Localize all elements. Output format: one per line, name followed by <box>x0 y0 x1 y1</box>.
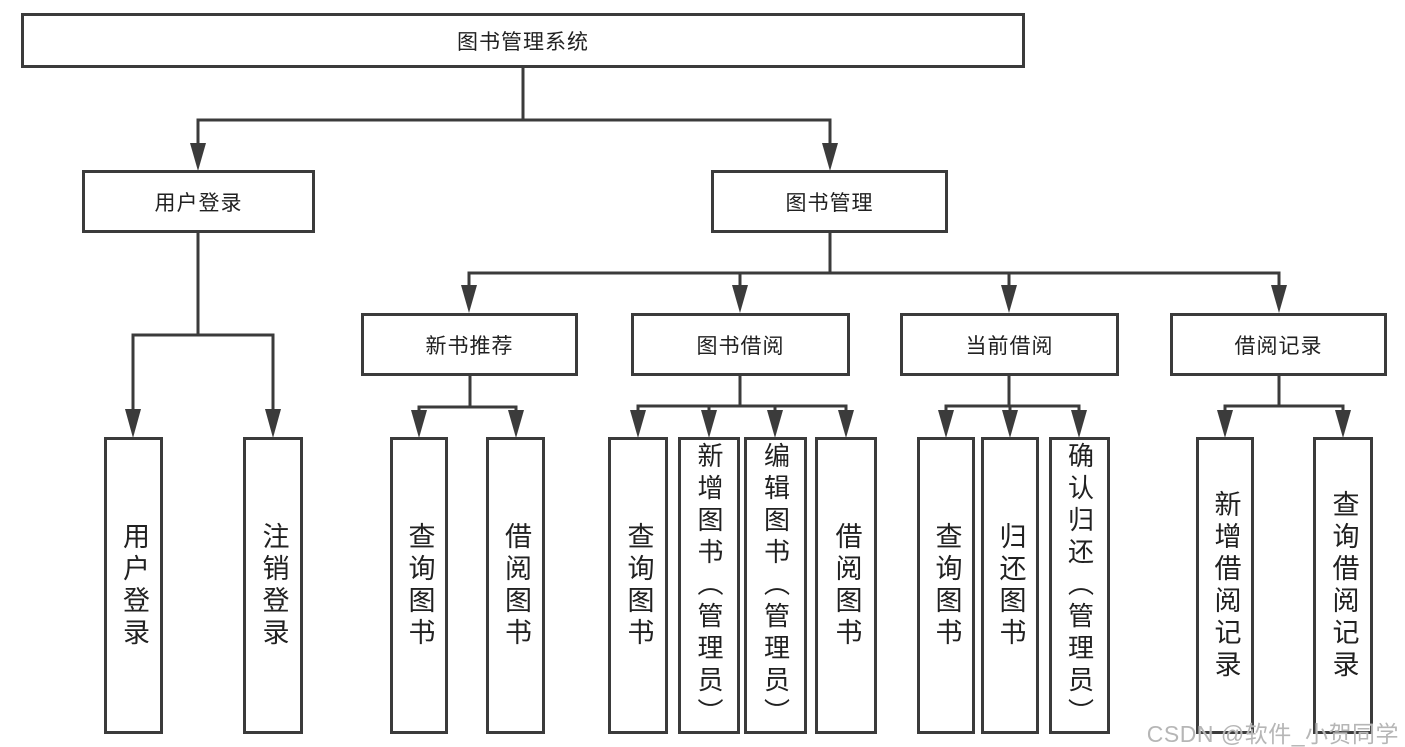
node-root-label: 图书管理系统 <box>457 30 589 54</box>
node-root-library-system: 图书管理系统 <box>21 13 1025 68</box>
node-new-book-recommend-label: 新书推荐 <box>425 334 514 358</box>
leaf-borrow-books-recommend-label: 借阅图书 <box>501 521 531 650</box>
leaf-query-books-current: 查询图书 <box>917 437 975 734</box>
leaf-query-books-current-label: 查询图书 <box>931 521 962 650</box>
leaf-add-borrow-record-label: 新增借阅记录 <box>1210 489 1241 682</box>
node-borrow-record: 借阅记录 <box>1170 313 1387 376</box>
node-current-borrow-label: 当前借阅 <box>965 334 1054 358</box>
node-book-management-label: 图书管理 <box>785 191 874 215</box>
leaf-user-login-label: 用户登录 <box>119 521 149 650</box>
leaf-borrow-books-recommend: 借阅图书 <box>486 437 545 734</box>
leaf-user-login: 用户登录 <box>104 437 163 734</box>
leaf-borrow-books-label: 借阅图书 <box>831 521 862 650</box>
node-book-management: 图书管理 <box>711 170 948 233</box>
node-book-borrow-label: 图书借阅 <box>696 334 785 358</box>
leaf-logout-label: 注销登录 <box>258 521 289 650</box>
node-book-borrow: 图书借阅 <box>631 313 850 376</box>
leaf-query-borrow-record: 查询借阅记录 <box>1313 437 1373 734</box>
csdn-watermark: CSDN @软件_小贺同学 <box>1146 721 1399 747</box>
leaf-edit-book-admin: 编辑图书（管理员） <box>744 437 807 734</box>
node-user-login: 用户登录 <box>82 170 315 233</box>
leaf-logout: 注销登录 <box>243 437 303 734</box>
node-current-borrow: 当前借阅 <box>900 313 1119 376</box>
leaf-query-books-borrow-label: 查询图书 <box>623 521 654 650</box>
leaf-add-book-admin-label: 新增图书（管理员） <box>694 441 724 730</box>
node-borrow-record-label: 借阅记录 <box>1234 334 1323 358</box>
leaf-add-borrow-record: 新增借阅记录 <box>1196 437 1254 734</box>
leaf-edit-book-admin-label: 编辑图书（管理员） <box>760 441 791 730</box>
leaf-borrow-books: 借阅图书 <box>815 437 877 734</box>
leaf-confirm-return-admin: 确认归还（管理员） <box>1049 437 1110 734</box>
leaf-query-books-borrow: 查询图书 <box>608 437 668 734</box>
leaf-query-books-recommend: 查询图书 <box>390 437 448 734</box>
leaf-query-borrow-record-label: 查询借阅记录 <box>1328 489 1359 682</box>
leaf-query-books-recommend-label: 查询图书 <box>404 521 435 650</box>
leaf-add-book-admin: 新增图书（管理员） <box>678 437 740 734</box>
leaf-confirm-return-admin-label: 确认归还（管理员） <box>1064 441 1095 730</box>
leaf-return-books-label: 归还图书 <box>995 521 1026 650</box>
node-user-login-label: 用户登录 <box>154 191 243 215</box>
node-new-book-recommend: 新书推荐 <box>361 313 578 376</box>
leaf-return-books: 归还图书 <box>981 437 1039 734</box>
